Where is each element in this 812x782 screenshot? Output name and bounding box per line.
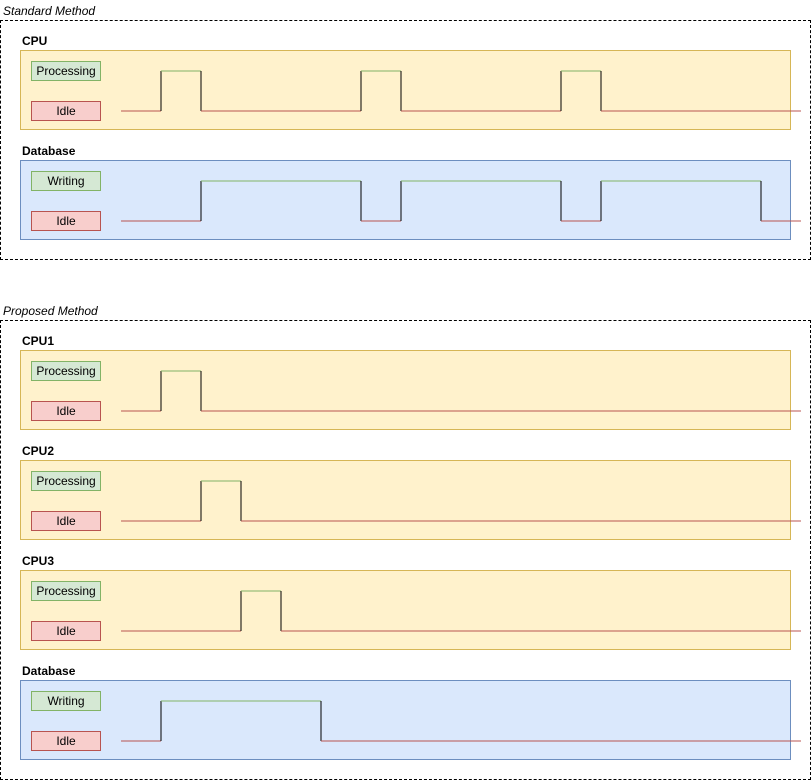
- lane-title-cpu: CPU: [22, 34, 48, 48]
- group-standard-method: [0, 20, 811, 260]
- group-title-standard: Standard Method: [3, 4, 96, 18]
- lane-title-database: Database: [22, 144, 76, 158]
- lane-title-cpu3: CPU3: [22, 554, 55, 568]
- lane-title-cpu2: CPU2: [22, 444, 55, 458]
- signal-waveform: [121, 180, 801, 222]
- state-label-idle: Idle: [31, 511, 101, 531]
- signal-waveform: [121, 70, 801, 112]
- state-label-active: Processing: [31, 61, 101, 81]
- lane-title-cpu1: CPU1: [22, 334, 55, 348]
- state-label-idle: Idle: [31, 621, 101, 641]
- group-title-proposed: Proposed Method: [3, 304, 98, 318]
- state-label-idle: Idle: [31, 731, 101, 751]
- state-label-idle: Idle: [31, 211, 101, 231]
- lane-title-database-proposed: Database: [22, 664, 76, 678]
- state-label-idle: Idle: [31, 401, 101, 421]
- state-label-active: Writing: [31, 691, 101, 711]
- signal-waveform: [121, 700, 801, 742]
- state-label-active: Processing: [31, 361, 101, 381]
- state-label-idle: Idle: [31, 101, 101, 121]
- state-label-active: Writing: [31, 171, 101, 191]
- signal-waveform: [121, 590, 801, 632]
- state-label-active: Processing: [31, 581, 101, 601]
- state-label-active: Processing: [31, 471, 101, 491]
- group-proposed-method: [0, 320, 811, 780]
- signal-waveform: [121, 480, 801, 522]
- signal-waveform: [121, 370, 801, 412]
